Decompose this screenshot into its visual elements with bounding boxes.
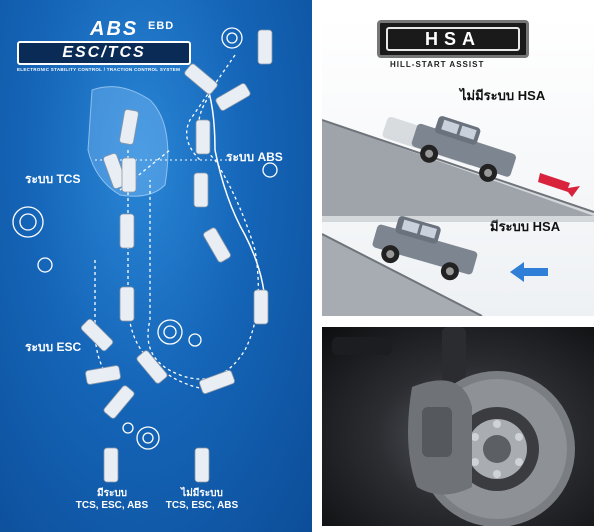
- label-abs: ระบบ ABS: [226, 150, 283, 164]
- brake-disc-photo: [322, 327, 594, 526]
- label-esc: ระบบ ESC: [25, 340, 82, 354]
- arrow-hold-slope: [510, 262, 548, 282]
- abs-esc-tcs-panel: ABS EBD ESC/TCS ELECTRONIC STABILITY CON…: [0, 0, 312, 532]
- abs-title: ABS: [90, 18, 139, 40]
- footer-with-line2: TCS, ESC, ABS: [75, 500, 149, 511]
- hsa-subtitle: HILL-START ASSIST: [390, 60, 485, 69]
- brake-disc-illustration: [332, 327, 575, 526]
- esc-tcs-subtitle: ELECTRONIC STABILITY CONTROL / TRACTION …: [17, 67, 181, 72]
- hsa-logo: HSA: [377, 20, 529, 58]
- esc-tcs-logo: ESC/TCS: [17, 41, 191, 65]
- hsa-without-label: ไม่มีระบบ HSA: [460, 88, 546, 103]
- hsa-illustration: [322, 116, 594, 316]
- footer-without-systems: ไม่มีระบบ TCS, ESC, ABS: [162, 488, 242, 512]
- footer-without-line1: ไม่มีระบบ: [181, 488, 223, 499]
- arrow-down-slope: [538, 173, 580, 197]
- hsa-logo-text: HSA: [386, 27, 520, 51]
- label-tcs: ระบบ TCS: [25, 172, 81, 186]
- footer-with-line1: มีระบบ: [96, 488, 128, 499]
- footer-with-systems: มีระบบ TCS, ESC, ABS: [72, 488, 152, 512]
- footer-without-line2: TCS, ESC, ABS: [165, 500, 239, 511]
- hsa-with-label: มีระบบ HSA: [490, 219, 561, 234]
- road-diagram: [80, 29, 273, 483]
- ebd-title: EBD: [148, 20, 175, 32]
